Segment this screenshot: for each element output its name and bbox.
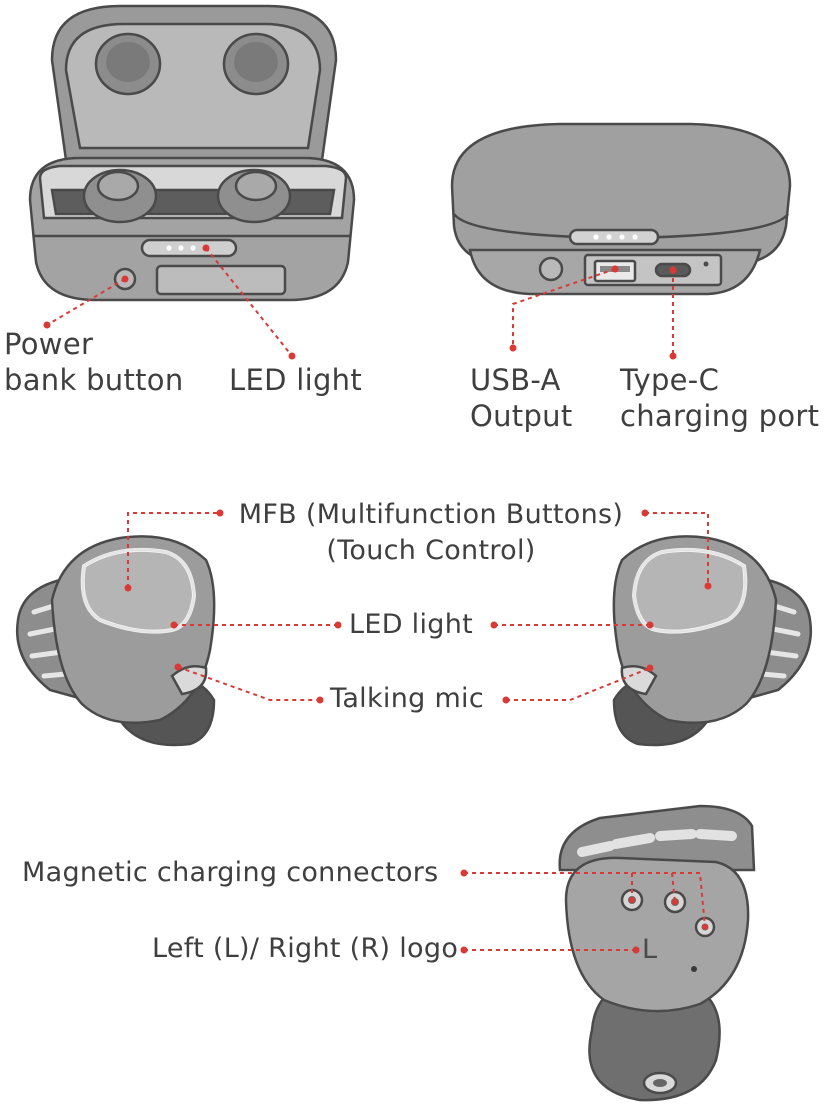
mfb-label-line2: (Touch Control) xyxy=(326,535,536,566)
earbud-l-logo: L xyxy=(642,934,658,965)
type-c-port-label-line2: charging port xyxy=(620,399,820,433)
talking-mic-label: Talking mic xyxy=(330,683,484,714)
usb-a-output-label: USB-A Output xyxy=(470,362,573,434)
mfb-label-line1: MFB (Multifunction Buttons) xyxy=(238,499,624,530)
type-c-port-label: Type-C charging port xyxy=(620,362,819,434)
lr-logo-label: Left (L)/ Right (R) logo xyxy=(152,933,459,964)
leader-lines xyxy=(43,244,712,954)
open-case-illustration xyxy=(28,4,356,302)
led-light-case-label: LED light xyxy=(229,363,363,397)
power-bank-button-label-line1: Power xyxy=(4,327,94,361)
power-bank-button-label: Power bank button xyxy=(4,326,184,398)
left-earbud-illustration xyxy=(15,535,216,747)
magnetic-connectors-label: Magnetic charging connectors xyxy=(22,857,439,888)
right-earbud-illustration xyxy=(612,535,813,747)
power-bank-button-label-line2: bank button xyxy=(4,363,184,397)
usb-a-output-label-line2: Output xyxy=(470,399,573,433)
type-c-port-label-line1: Type-C xyxy=(620,363,720,397)
closed-case-illustration xyxy=(450,122,792,296)
usb-a-output-label-line1: USB-A xyxy=(470,363,561,397)
led-light-earbud-label: LED light xyxy=(349,609,474,640)
mfb-label: MFB (Multifunction Buttons) (Touch Contr… xyxy=(226,497,636,569)
